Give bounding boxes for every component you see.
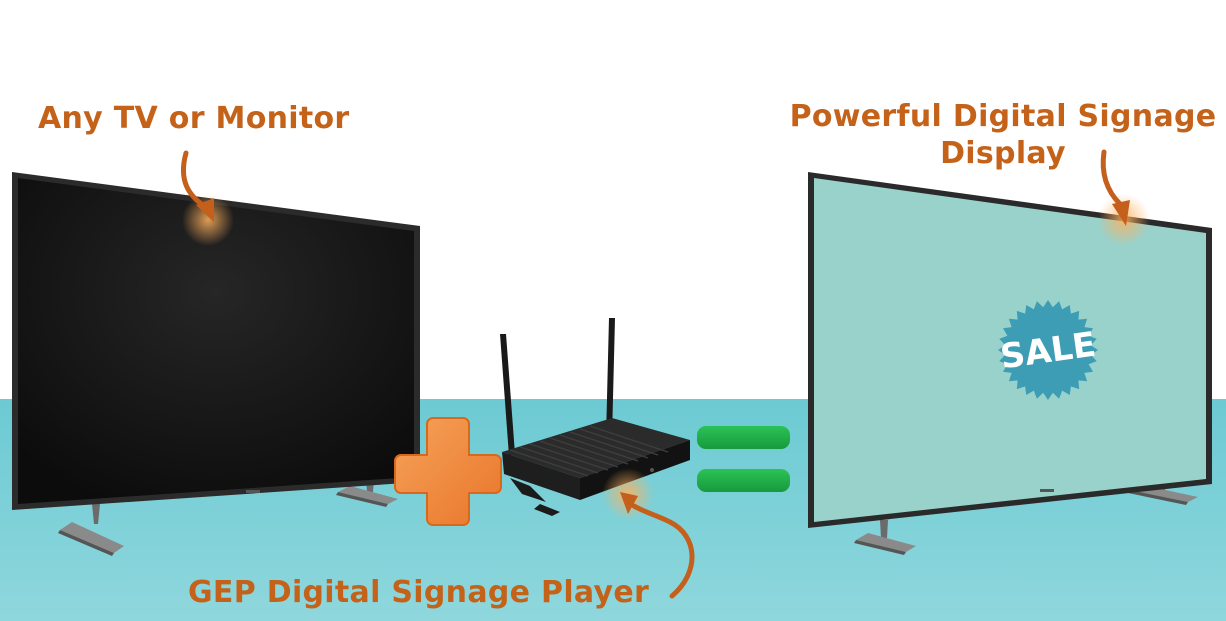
curved-arrow-icon: [602, 468, 695, 599]
curved-arrow-icon: [180, 150, 234, 246]
left-tv-logo: [246, 490, 260, 493]
right-tv-logo: [1040, 489, 1054, 492]
plus-icon: [394, 417, 502, 526]
label-signage-display: Powerful Digital Signage Display: [789, 99, 1217, 171]
right-tv: SALE: [808, 172, 1212, 555]
right-tv-stand: [854, 478, 1198, 555]
player-antenna-right: [606, 318, 615, 438]
player-antenna-left: [500, 334, 515, 456]
equals-icon: [697, 426, 790, 492]
left-tv-screen: [18, 178, 414, 504]
label-signage-player: GEP Digital Signage Player: [188, 575, 650, 610]
sale-badge: SALE: [998, 300, 1098, 400]
left-tv: [12, 172, 420, 556]
curved-arrow-icon: [1098, 149, 1150, 246]
left-tv-stand: [58, 480, 398, 556]
label-any-tv: Any TV or Monitor: [38, 101, 350, 136]
